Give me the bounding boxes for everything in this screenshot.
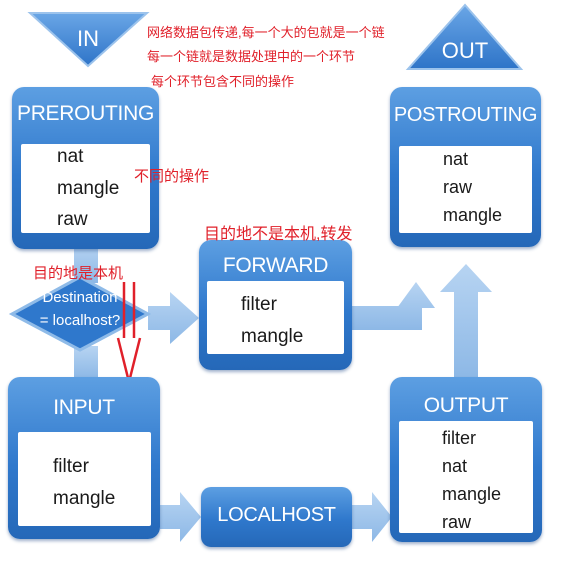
- note-intro-2: 每一个链就是数据处理中的一个环节: [147, 49, 356, 64]
- prerouting-tables: [21, 144, 150, 233]
- postrouting-table-raw: raw: [443, 177, 473, 197]
- in-flag-label: IN: [77, 26, 99, 51]
- output-tables: [399, 421, 533, 533]
- forward-title: FORWARD: [222, 254, 329, 277]
- output-table-raw: raw: [442, 512, 472, 532]
- note-not-local-forward: 目的地不是本机,转发: [204, 226, 353, 243]
- postrouting-title: POSTROUTING: [393, 104, 538, 126]
- arrow-input-to-localhost: [160, 492, 201, 542]
- arrow-decision-to-forward: [148, 292, 199, 344]
- arrow-output-to-postrouting: [440, 264, 492, 378]
- localhost-title: LOCALHOST: [217, 504, 336, 526]
- prerouting-table-nat: nat: [57, 146, 84, 167]
- prerouting-title: PREROUTING: [16, 102, 154, 125]
- postrouting-tables: [399, 146, 532, 233]
- input-tables: [18, 432, 151, 526]
- forward-chain: FORWARD: [199, 240, 352, 370]
- localhost-node: LOCALHOST: [201, 487, 352, 547]
- input-table-mangle: mangle: [53, 488, 116, 509]
- input-title: INPUT: [53, 396, 115, 419]
- decision-label-line2: = localhost?: [39, 312, 121, 329]
- prerouting-table-raw: raw: [57, 209, 88, 230]
- arrow-forward-to-postrouting: [352, 282, 435, 330]
- output-table-nat: nat: [442, 456, 468, 476]
- postrouting-table-nat: nat: [443, 149, 469, 169]
- input-table-filter: filter: [53, 456, 89, 477]
- output-chain: OUTPUT: [390, 377, 542, 542]
- forward-table-filter: filter: [241, 294, 277, 315]
- forward-table-mangle: mangle: [241, 326, 304, 347]
- postrouting-chain: POSTROUTING: [390, 87, 541, 247]
- postrouting-table-mangle: mangle: [443, 205, 503, 225]
- output-table-mangle: mangle: [442, 484, 502, 504]
- decision-diamond: [8, 275, 152, 352]
- note-is-local: 目的地是本机: [33, 265, 124, 282]
- prerouting-chain: PREROUTING: [12, 87, 159, 249]
- prerouting-table-mangle: mangle: [57, 178, 120, 199]
- in-flag-shape: [27, 12, 150, 68]
- forward-tables: [207, 281, 344, 354]
- out-flag-label: OUT: [441, 38, 489, 63]
- output-title: OUTPUT: [423, 394, 509, 417]
- output-table-filter: filter: [442, 428, 477, 448]
- out-flag-shape: [405, 3, 524, 70]
- arrow-prerouting-to-decision: [74, 243, 98, 283]
- note-intro-3: 每个环节包含不同的操作: [151, 74, 295, 89]
- note-intro-1: 网络数据包传递,每一个大的包就是一个链: [147, 25, 385, 40]
- input-chain: INPUT: [8, 377, 160, 539]
- arrow-localhost-to-output: [352, 492, 392, 542]
- note-different-ops: 不同的操作: [134, 168, 210, 185]
- decision-label-line1: Destination: [42, 289, 118, 306]
- arrow-decision-to-input: [74, 346, 98, 378]
